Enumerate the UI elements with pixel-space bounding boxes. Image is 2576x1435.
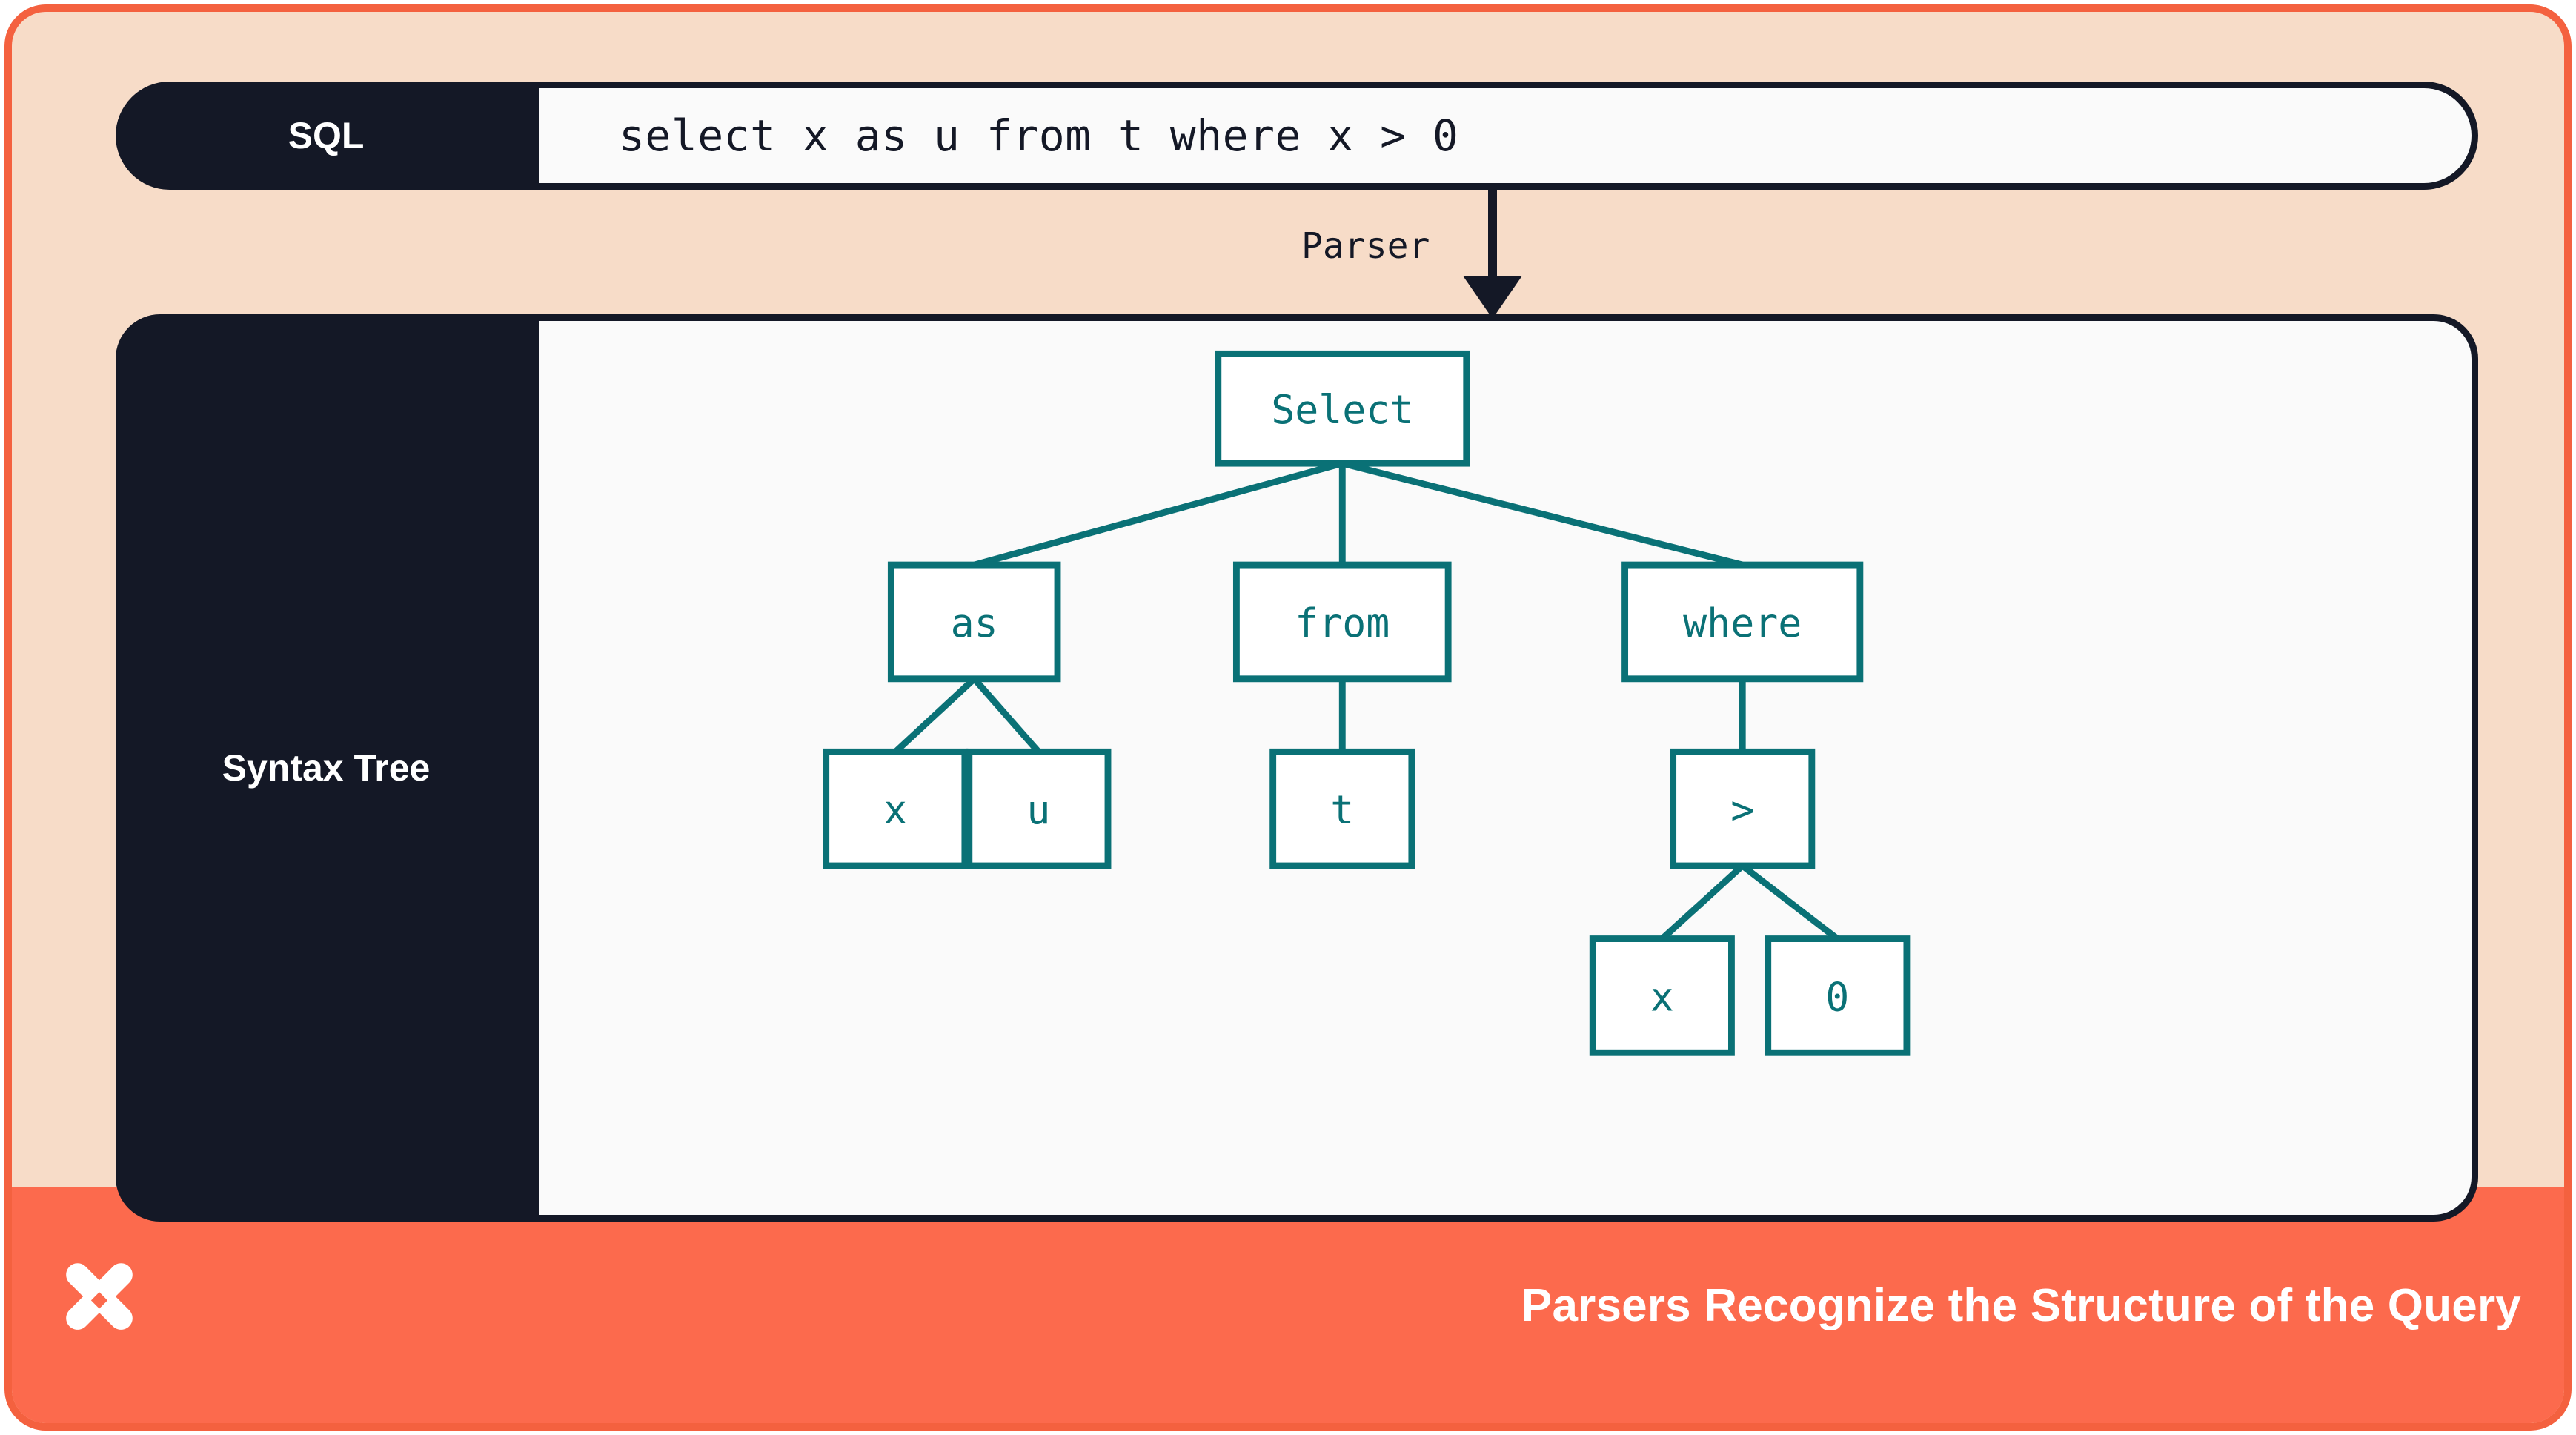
tree-node-gt_x[interactable]: x	[1589, 935, 1735, 1056]
tree-node-box	[1765, 935, 1911, 1056]
syntax-tree-graph: Select as from where x u t > x 0	[823, 350, 1911, 1056]
tree-node-box	[1670, 748, 1816, 869]
sql-query-panel[interactable]: select x as u from t where x > 0	[532, 82, 2478, 190]
tree-node-gt[interactable]: >	[1670, 748, 1816, 869]
tree-node-label: from	[1295, 600, 1390, 646]
tree-node-label: Select	[1271, 387, 1413, 433]
tree-node-as_x[interactable]: x	[823, 748, 969, 869]
tree-node-select[interactable]: Select	[1215, 350, 1470, 467]
tree-node-layer: Select as from where x u t > x 0	[823, 350, 1911, 1056]
tree-node-gt_0[interactable]: 0	[1765, 935, 1911, 1056]
sql-query-text: select x as u from t where x > 0	[619, 110, 1459, 161]
syntax-tree-row: Syntax Tree Select as from where x u t > x 0	[116, 314, 2478, 1222]
tree-node-label: 0	[1825, 974, 1849, 1020]
sql-row: SQL select x as u from t where x > 0	[116, 82, 2478, 190]
footer-caption: Parsers Recognize the Structure of the Q…	[1521, 1279, 2521, 1331]
tree-edge	[1740, 863, 1840, 942]
parser-label: Parser	[1301, 225, 1430, 267]
syntax-tree-label-panel: Syntax Tree	[116, 314, 537, 1222]
tree-node-box	[966, 748, 1112, 869]
footer-bar: Parsers Recognize the Structure of the Q…	[12, 1187, 2564, 1423]
tree-node-box	[1621, 561, 1864, 683]
tree-node-where[interactable]: where	[1621, 561, 1864, 683]
tree-node-box	[1269, 748, 1415, 869]
slide-card: SQL select x as u from t where x > 0 Par…	[4, 4, 2572, 1431]
sql-label: SQL	[288, 115, 365, 156]
tree-node-from[interactable]: from	[1232, 561, 1452, 683]
tree-node-box	[823, 748, 969, 869]
tree-node-as_u[interactable]: u	[966, 748, 1112, 869]
tree-edge-layer	[893, 460, 1840, 942]
tree-node-box	[887, 561, 1061, 683]
tree-node-label: as	[951, 600, 998, 646]
tree-node-box	[1215, 350, 1470, 467]
tree-edge	[1659, 863, 1745, 941]
tree-node-box	[1232, 561, 1452, 683]
tree-node-label: x	[1650, 974, 1674, 1020]
sql-label-panel: SQL	[116, 82, 537, 190]
tree-node-from_t[interactable]: t	[1269, 748, 1415, 869]
tree-node-box	[1589, 935, 1735, 1056]
tree-edge	[1341, 460, 1744, 569]
tree-node-label: where	[1683, 600, 1802, 646]
x-mark-logo-icon	[66, 1263, 133, 1330]
tree-edge	[972, 676, 1041, 755]
tree-node-label: u	[1026, 787, 1050, 833]
syntax-tree-canvas: Select as from where x u t > x 0	[532, 314, 2478, 1222]
tree-node-label: t	[1330, 787, 1354, 833]
syntax-tree-label: Syntax Tree	[222, 747, 431, 789]
tree-node-as[interactable]: as	[887, 561, 1061, 683]
tree-edge	[893, 676, 977, 755]
tree-node-label: x	[883, 787, 907, 833]
tree-edge	[973, 460, 1344, 569]
tree-node-label: >	[1730, 787, 1754, 833]
